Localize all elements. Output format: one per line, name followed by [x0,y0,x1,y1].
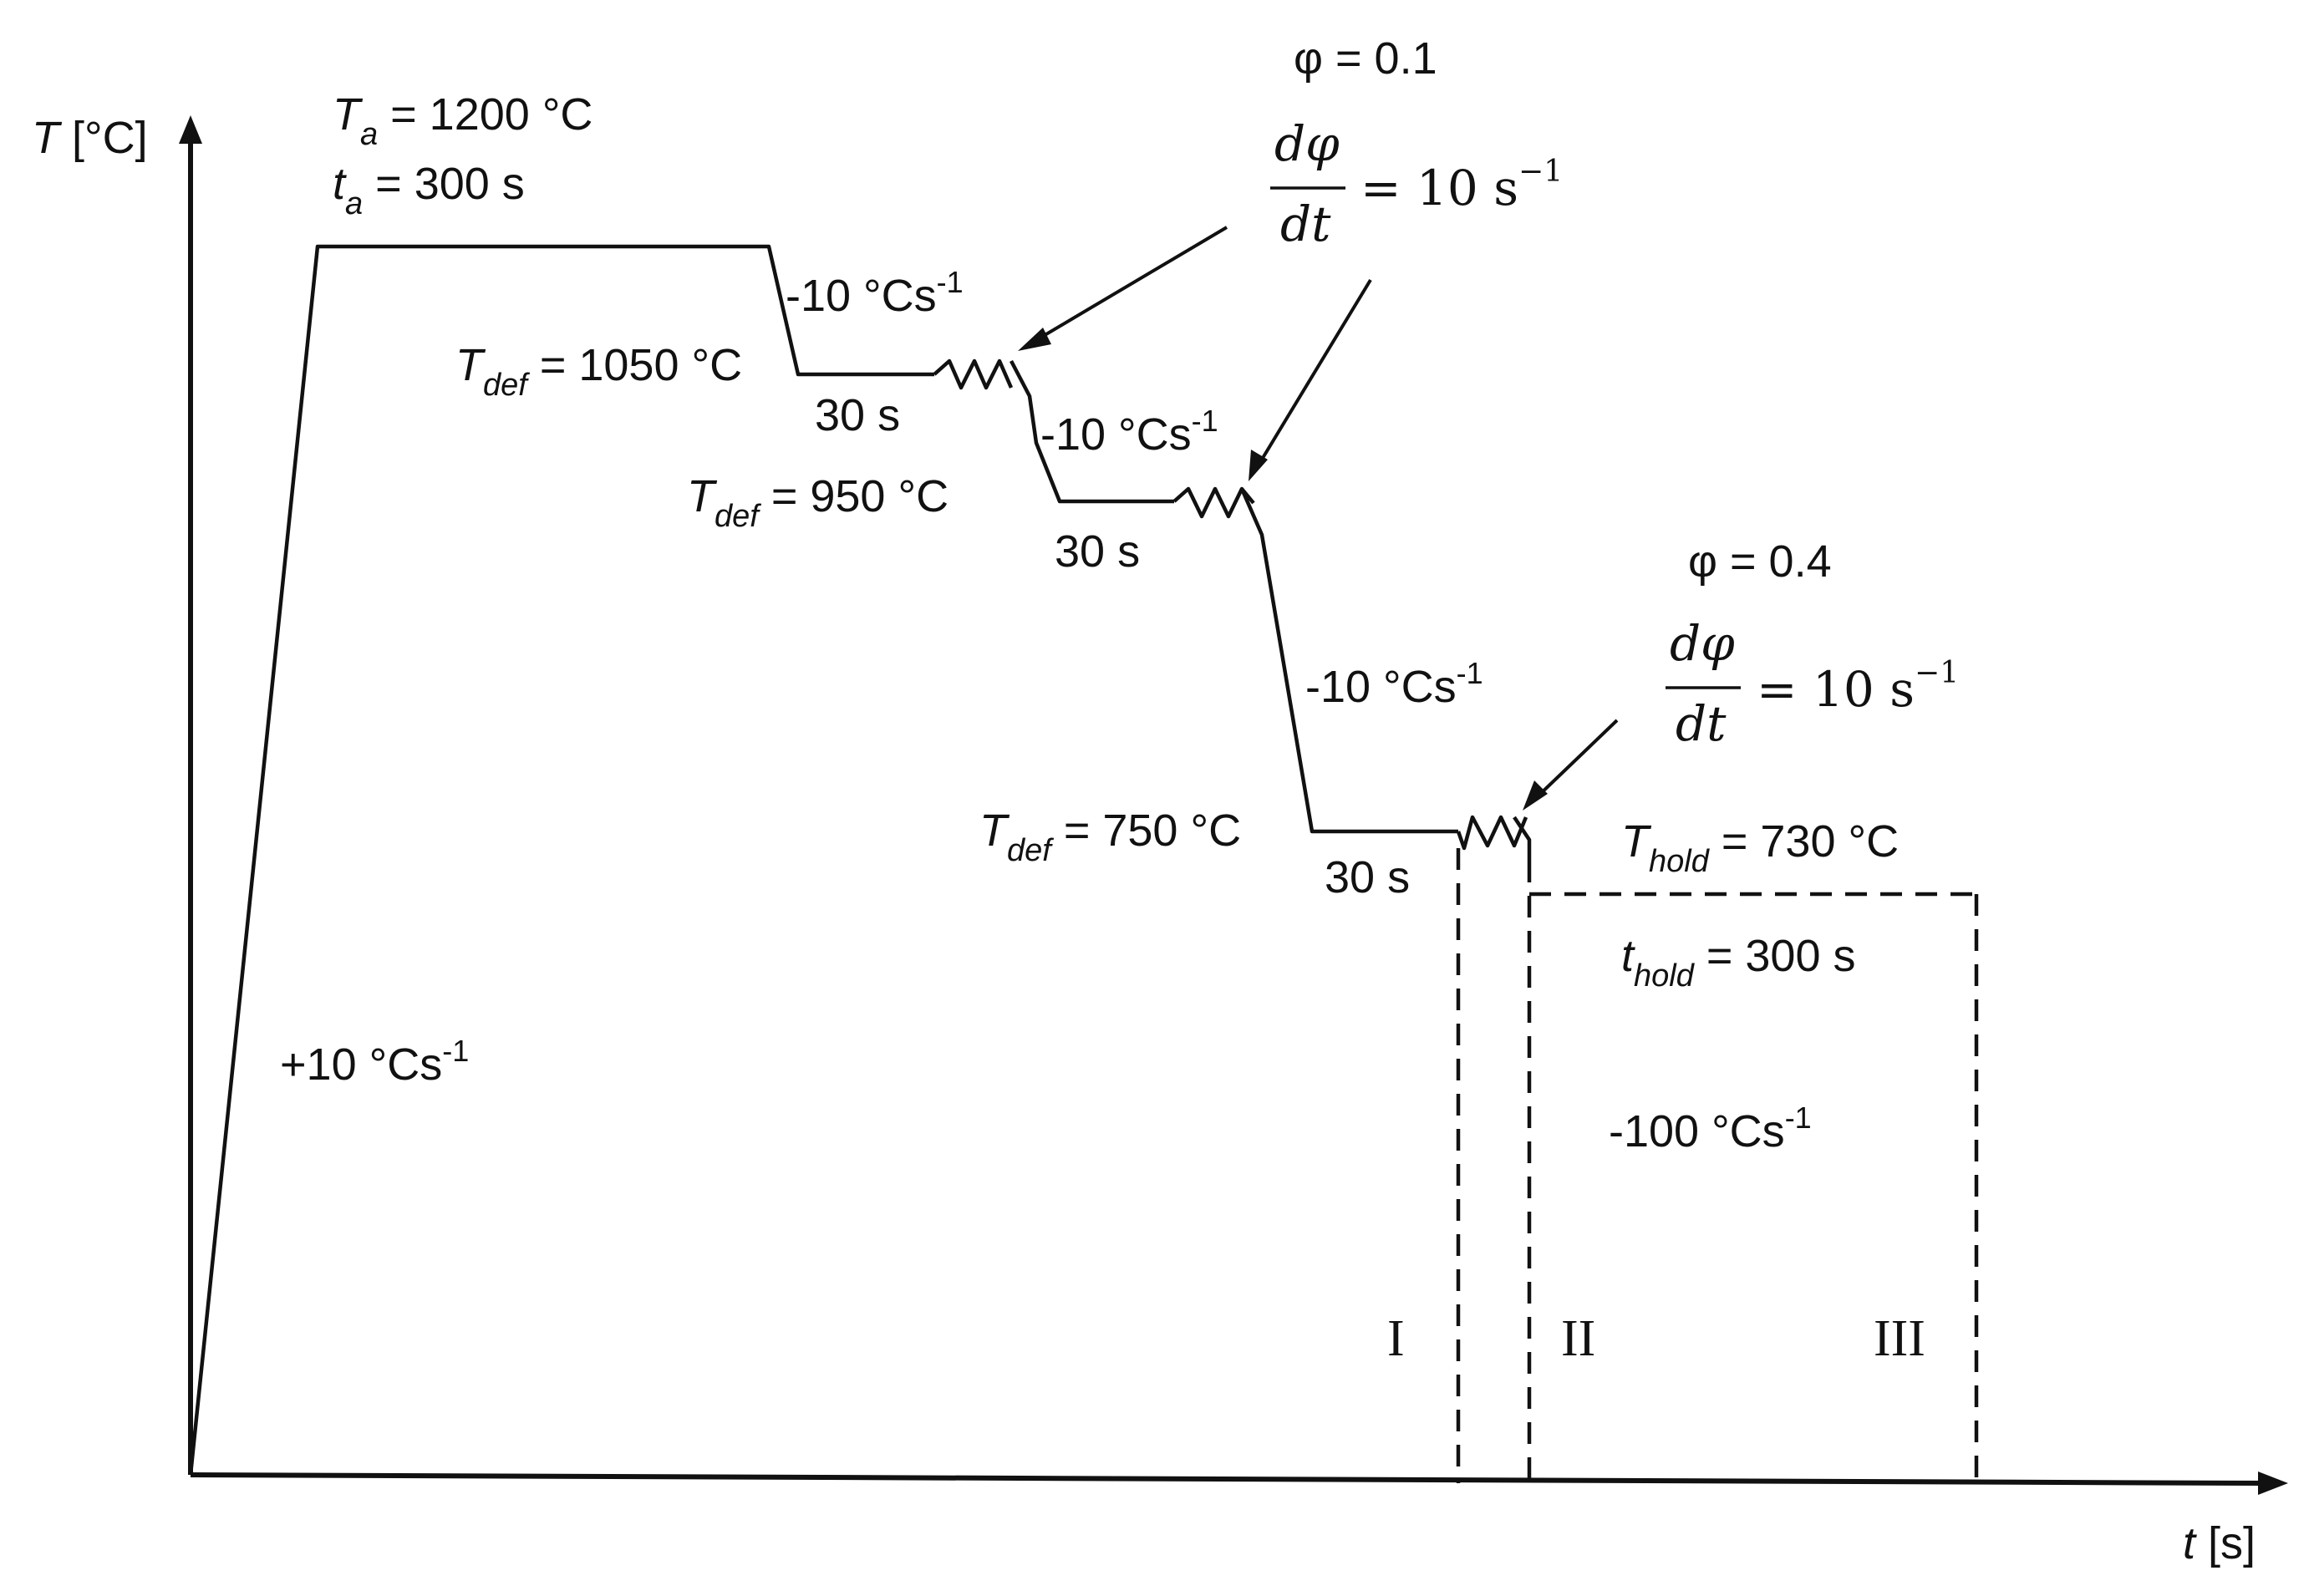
cooling-rate-label-2: -10 °Cs-1 [1040,404,1218,460]
annotation-arrow-1 [1030,226,1228,344]
regime-label-I: I [1387,1310,1405,1367]
deformation-zigzag-1 [933,358,1014,390]
deformation-zigzag-3 [1456,815,1528,851]
strain-label-1: φ = 0.1 [1294,33,1437,84]
heating-rate-label: +10 °Cs-1 [280,1034,469,1090]
regime-label-III: III [1874,1310,1925,1367]
hold-time-1: 30 s [815,390,900,440]
time-axis-label: t [s] [2183,1518,2256,1568]
deformation-temperature-3: Tdef = 750 °C [979,806,1241,868]
annotation-arrowhead-3 [1523,780,1548,811]
process-path [188,244,934,1476]
annotation-arrowhead-1 [1018,328,1051,351]
strain-rate-numerator-1: dφ [1274,115,1340,172]
quench-rate-label: -100 °Cs-1 [1609,1100,1812,1156]
holding-temperature-label: Thold = 730 °C [1621,816,1899,879]
cooling-rate-label-1: -10 °Cs-1 [786,265,964,321]
time-axis-arrowhead [2258,1471,2288,1495]
regime-label-II: II [1561,1310,1595,1367]
cooling-segment-2 [1010,359,1174,504]
annotation-arrow-2 [1256,278,1372,468]
temperature-axis-arrowhead [179,115,202,144]
hold-time-2: 30 s [1055,526,1140,577]
deformation-temperature-1: Tdef = 1050 °C [455,340,742,403]
strain-rate-denominator-2: dt [1676,695,1727,752]
time-axis [190,1472,2266,1486]
annotation-arrow-3 [1534,719,1619,800]
strain-label-2: φ = 0.4 [1688,536,1832,587]
hold-time-3: 30 s [1325,852,1410,902]
strain-rate-numerator-2: dφ [1670,615,1735,672]
annealing-time-label: ta = 300 s [333,159,525,221]
strain-rate-value-1: = 10 s−1 [1360,155,1563,216]
cooling-segment-3 [1239,488,1458,834]
quench-end-segment [1513,816,1532,861]
strain-rate-value-2: = 10 s−1 [1757,656,1959,718]
cooling-rate-label-3: -10 °Cs-1 [1305,656,1483,712]
temperature-axis-label: T [°C] [32,113,148,163]
deformation-temperature-2: Tdef = 950 °C [687,471,949,534]
annealing-temperature-label: Ta = 1200 °C [333,89,593,152]
annotation-arrowhead-2 [1249,450,1268,481]
strain-rate-denominator-1: dt [1280,196,1331,252]
holding-time-label: thold = 300 s [1621,931,1856,994]
